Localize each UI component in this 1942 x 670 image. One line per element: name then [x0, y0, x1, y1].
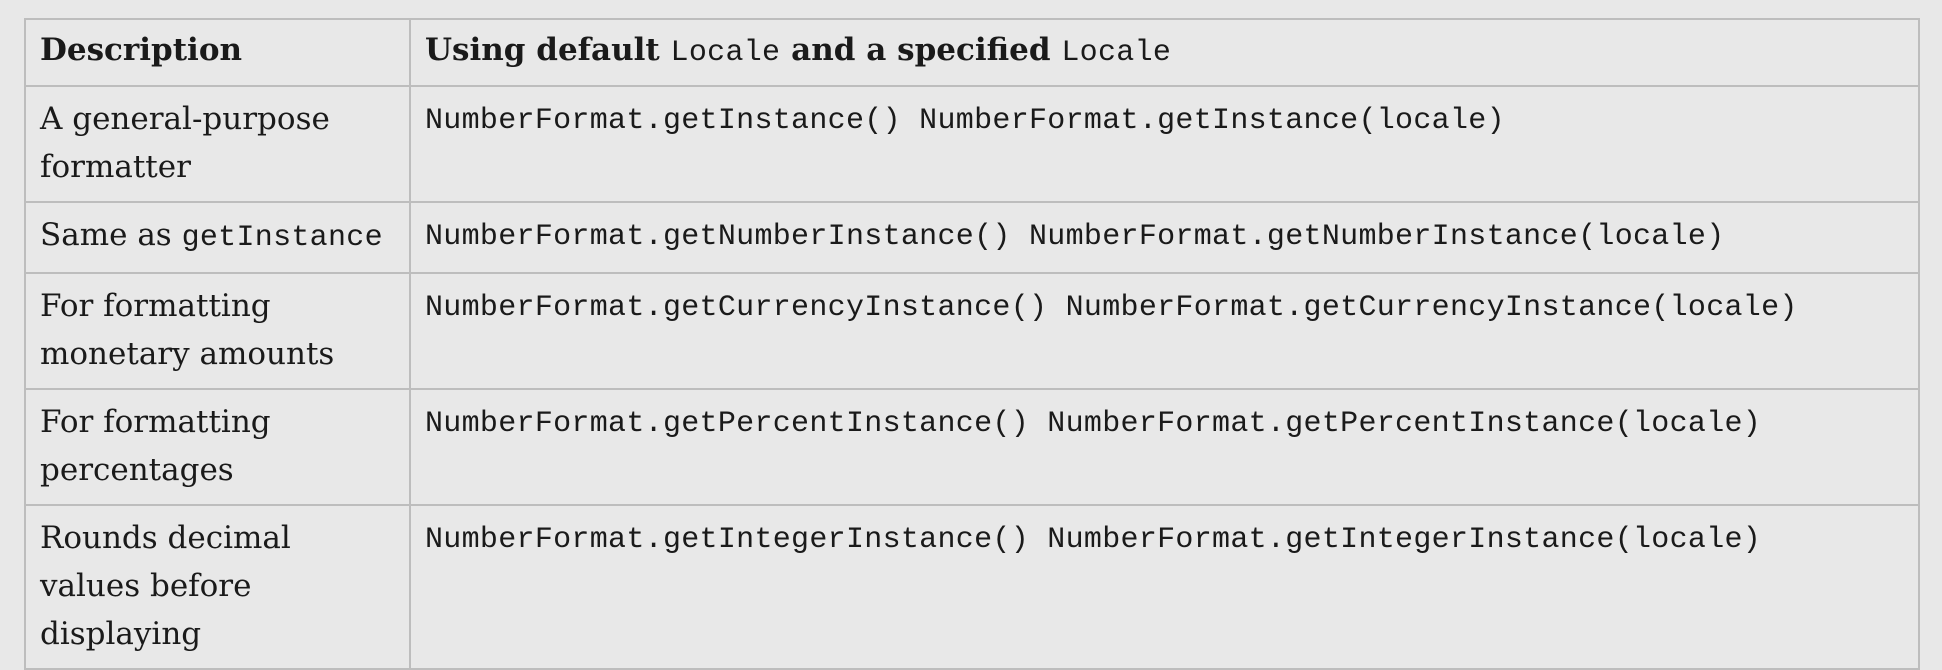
row-description-code: getInstance [181, 221, 383, 255]
row-description: Same as getInstance [24, 201, 411, 274]
row-description: For formatting percentages [24, 388, 411, 506]
row-methods: NumberFormat.getInstance() NumberFormat.… [409, 85, 1920, 203]
header-row: Description Using default Locale and a s… [24, 18, 1920, 87]
row-methods-text: NumberFormat.getNumberInstance() NumberF… [425, 220, 1725, 254]
row-description-text: Same as [40, 217, 182, 253]
table-row: Rounds decimal values before displaying … [24, 504, 1920, 670]
row-methods-text: NumberFormat.getPercentInstance() Number… [425, 407, 1762, 441]
header-description-label: Description [40, 32, 243, 68]
row-methods: NumberFormat.getPercentInstance() Number… [409, 388, 1920, 506]
table-row: For formatting monetary amounts NumberFo… [24, 272, 1920, 390]
row-description: For formatting monetary amounts [24, 272, 411, 390]
header-usage: Using default Locale and a specified Loc… [409, 18, 1920, 87]
row-description: Rounds decimal values before displaying [24, 504, 411, 670]
numberformat-table: Description Using default Locale and a s… [24, 18, 1920, 670]
table-row: Same as getInstance NumberFormat.getNumb… [24, 201, 1920, 274]
header-description: Description [24, 18, 411, 87]
header-usage-code-default: Locale [670, 36, 781, 70]
row-methods-text: NumberFormat.getInstance() NumberFormat.… [425, 104, 1505, 138]
row-description-text: For formatting percentages [40, 404, 271, 488]
row-methods: NumberFormat.getIntegerInstance() Number… [409, 504, 1920, 670]
row-description-text: A general-purpose formatter [40, 101, 330, 185]
row-methods: NumberFormat.getNumberInstance() NumberF… [409, 201, 1920, 274]
row-methods-text: NumberFormat.getIntegerInstance() Number… [425, 523, 1762, 557]
header-usage-prefix: Using default [425, 32, 671, 68]
row-methods-text: NumberFormat.getCurrencyInstance() Numbe… [425, 291, 1798, 325]
table-container: Description Using default Locale and a s… [24, 18, 1920, 670]
table-row: For formatting percentages NumberFormat.… [24, 388, 1920, 506]
row-methods: NumberFormat.getCurrencyInstance() Numbe… [409, 272, 1920, 390]
header-usage-middle: and a specified [780, 32, 1062, 68]
row-description: A general-purpose formatter [24, 85, 411, 203]
row-description-text: Rounds decimal values before displaying [40, 520, 291, 652]
row-description-text: For formatting monetary amounts [40, 288, 335, 372]
header-usage-code-specified: Locale [1061, 36, 1172, 70]
table-row: A general-purpose formatter NumberFormat… [24, 85, 1920, 203]
